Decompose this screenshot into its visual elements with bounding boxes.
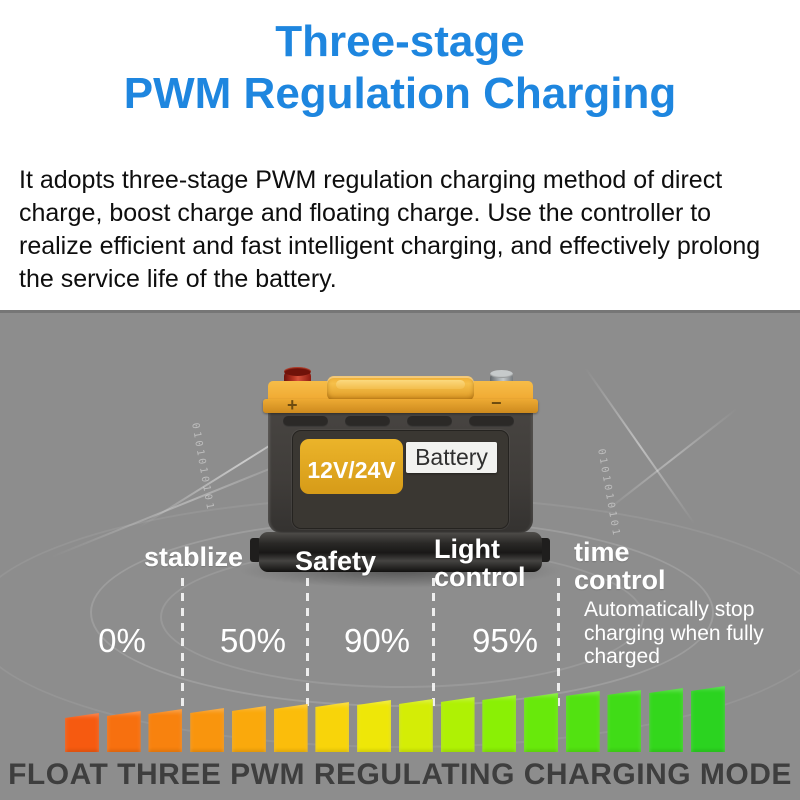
battery-handle — [327, 376, 474, 401]
battery-vent-cap — [345, 416, 390, 427]
description-line: charge, boost charge and floating charge… — [19, 199, 712, 227]
ramp-bar — [649, 688, 684, 752]
battery-vent-cap — [407, 416, 452, 427]
battery-lid-lip — [263, 399, 538, 413]
stage-divider-line — [432, 578, 435, 706]
stage-percent-50: 50% — [219, 622, 287, 659]
page-title: Three-stage PWM Regulation Charging — [0, 16, 800, 120]
stage-label-safety: Safety — [295, 546, 377, 576]
binary-decor-right: 0101010101 — [595, 448, 622, 539]
battery-vent-cap — [469, 416, 514, 427]
description-paragraph: It adopts three-stage PWM regulation cha… — [19, 164, 794, 296]
light-streak — [584, 367, 696, 525]
title-line-1: Three-stage — [275, 17, 525, 66]
ramp-bar — [148, 709, 183, 752]
auto-stop-note: Automatically stop charging when fully c… — [584, 598, 764, 668]
plus-sign: + — [287, 395, 298, 415]
stage-section: 0101010101 0101010101 + − 12V/24V Batter… — [0, 310, 800, 800]
ramp-bar — [315, 702, 350, 752]
title-line-2: PWM Regulation Charging — [123, 69, 677, 118]
ramp-bar — [398, 699, 433, 752]
ramp-bar — [440, 697, 475, 752]
ramp-bar — [690, 686, 725, 752]
description-line: realize efficient and fast intelligent c… — [19, 232, 761, 260]
ramp-bar — [524, 693, 559, 752]
stage-divider-line — [557, 578, 560, 706]
ramp-bar — [357, 700, 392, 752]
battery-base — [259, 532, 542, 572]
ramp-bar — [65, 713, 99, 752]
minus-sign: − — [491, 393, 502, 413]
header-section: Three-stage PWM Regulation Charging It a… — [0, 0, 800, 310]
stage-divider-line — [181, 578, 184, 706]
description-line: the service life of the battery. — [19, 265, 337, 293]
stage-divider-line — [306, 578, 309, 706]
voltage-badge: 12V/24V — [300, 439, 403, 494]
battery-base-tab-right — [539, 538, 550, 562]
footer-caption: FLOAT THREE PWM REGULATING CHARGING MODE — [8, 758, 792, 791]
charge-bar-ramp — [0, 686, 800, 752]
ramp-bar — [565, 691, 600, 752]
ramp-bar — [106, 711, 141, 752]
battery-base-tab-left — [250, 538, 261, 562]
ramp-bar — [273, 704, 308, 752]
stage-label-time-control: time control — [574, 537, 666, 595]
ramp-bar — [190, 708, 225, 752]
stage-percent-90: 90% — [343, 622, 411, 659]
stage-label-light-control: Light control — [434, 534, 526, 592]
ramp-bar — [482, 695, 517, 752]
ramp-bar — [231, 706, 266, 752]
ramp-bar — [607, 690, 642, 752]
description-line: It adopts three-stage PWM regulation cha… — [19, 166, 723, 194]
battery-name-badge: Battery — [406, 442, 497, 473]
stage-percent-0: 0% — [98, 622, 146, 659]
stage-percent-95: 95% — [471, 622, 539, 659]
stage-label-stablize: stablize — [144, 542, 244, 572]
battery-vent-cap — [283, 416, 328, 427]
